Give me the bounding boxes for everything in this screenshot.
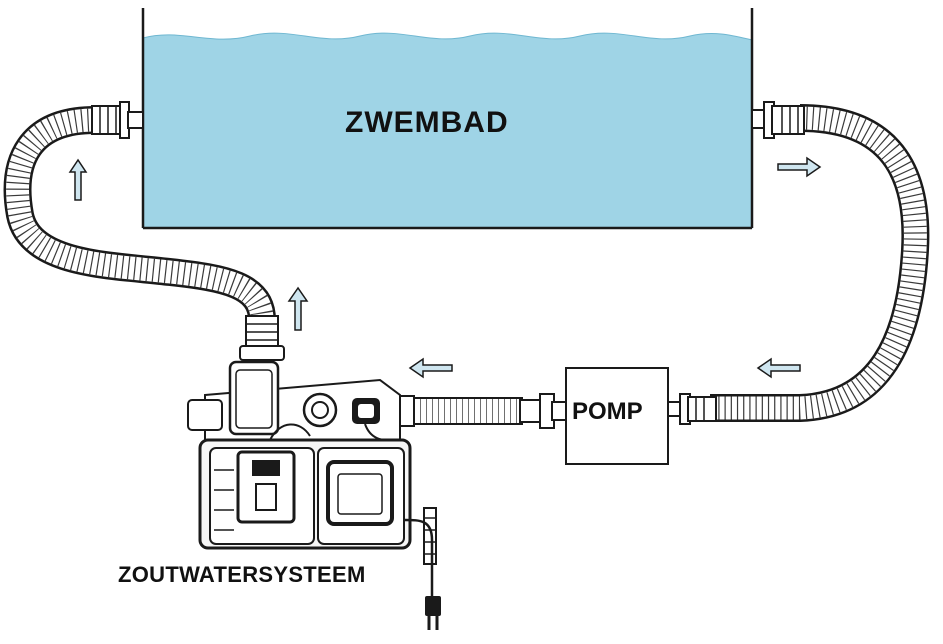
power-plug-icon (425, 596, 441, 630)
power-cord (404, 507, 441, 630)
suction-hose (667, 101, 930, 425)
return-hose (3, 101, 285, 361)
flow-arrow-icon (287, 286, 309, 331)
salt-system-label: ZOUTWATERSYSTEEM (118, 562, 366, 587)
flow-arrow-icon (68, 158, 88, 201)
connection-pipe (385, 393, 567, 429)
pool-water (142, 32, 753, 229)
flow-arrow-icon (756, 357, 801, 379)
pool-label: ZWEMBAD (345, 106, 509, 139)
flow-arrow-icon (777, 156, 822, 178)
flow-arrow-icon (408, 357, 453, 379)
pump (565, 367, 669, 465)
pump-box (565, 367, 669, 465)
pump-label: POMP (572, 398, 643, 425)
flow-arrows (68, 156, 822, 379)
pool (141, 8, 754, 230)
salt-water-unit (187, 360, 412, 550)
